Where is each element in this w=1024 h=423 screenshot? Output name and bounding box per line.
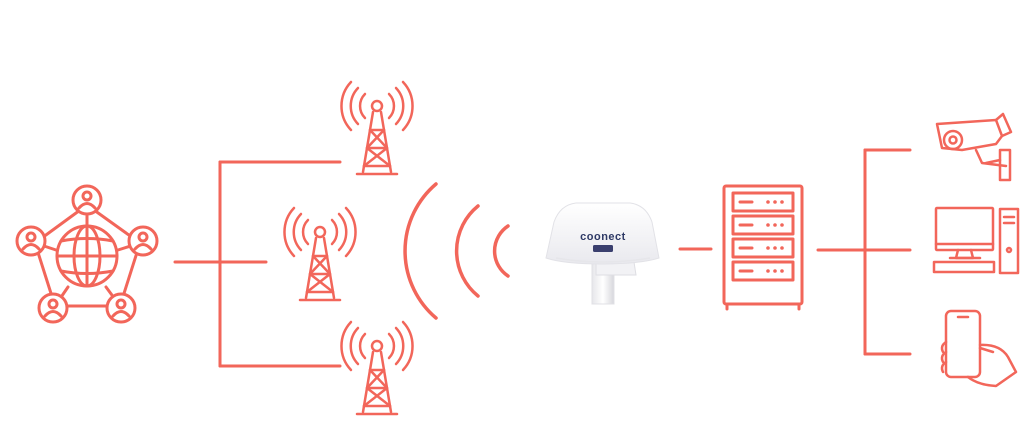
smartphone-hand-icon: [942, 311, 1016, 386]
gateway-device: coonect: [546, 203, 659, 304]
network-to-towers-connector: [175, 162, 340, 366]
cell-tower-icon: [341, 322, 412, 414]
security-camera-icon: [937, 114, 1011, 180]
server-to-endpoints-connector: [818, 150, 910, 354]
cell-tower-icon: [284, 208, 355, 300]
global-network-icon: [17, 186, 157, 322]
desktop-computer-icon: [934, 208, 1018, 273]
wireless-signal-icon: [405, 184, 508, 318]
server-rack-icon: [724, 186, 802, 309]
cell-tower-icon: [341, 82, 412, 174]
brand-logo-text: coonect: [580, 231, 626, 243]
